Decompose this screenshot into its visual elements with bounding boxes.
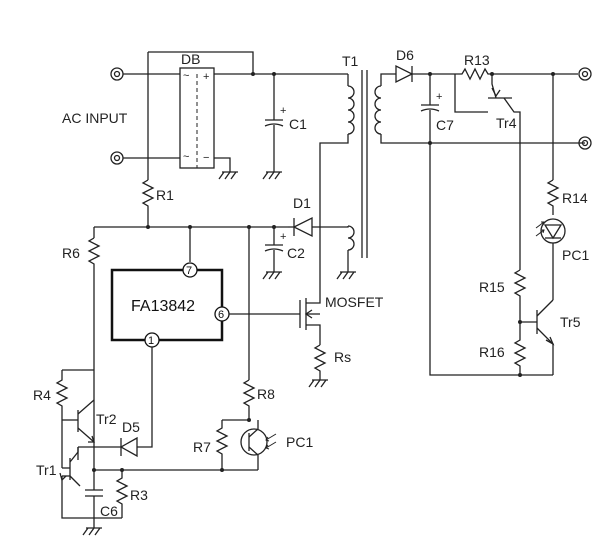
ground-bottom (82, 527, 102, 536)
mosfet (299, 290, 321, 345)
resistor-rs (308, 344, 328, 388)
pin6-number: 6 (218, 309, 224, 321)
output-terminal-bottom (578, 136, 592, 150)
capacitor-c7 (420, 74, 553, 376)
r6-label: R6 (62, 245, 80, 261)
ac-input-terminal-bottom (110, 151, 124, 165)
pc1-primary-label: PC1 (286, 434, 313, 450)
db-label: DB (181, 51, 200, 67)
resistor-r6 (87, 237, 101, 280)
r15-label: R15 (479, 279, 505, 295)
phototransistor-pc1-primary (240, 420, 277, 470)
tr1-label: Tr1 (36, 462, 57, 478)
d1-label: D1 (293, 195, 311, 211)
r14-label: R14 (562, 190, 588, 206)
c6-label: C6 (100, 503, 118, 519)
mosfet-label: MOSFET (325, 294, 384, 310)
diode-bridge-db (179, 67, 215, 169)
r3-label: R3 (130, 487, 148, 503)
tr2-label: Tr2 (96, 411, 117, 427)
tr5-label: Tr5 (560, 314, 581, 330)
ic-fa13842 (110, 268, 224, 342)
c1-label: C1 (289, 116, 307, 132)
transistor-tr2 (77, 399, 95, 443)
ground-db (218, 171, 238, 180)
capacitor-c1 (262, 74, 284, 180)
resistor-r1 (141, 179, 155, 227)
pin1-number: 1 (148, 335, 154, 347)
rs-label: Rs (334, 349, 351, 365)
c2-plus: + (280, 231, 286, 243)
diode-d1 (288, 216, 349, 238)
r1-label: R1 (156, 187, 174, 203)
ic-name: FA13842 (131, 298, 195, 315)
db-tilde-bottom: ~ (183, 151, 189, 163)
capacitor-c6 (85, 470, 103, 518)
d6-label: D6 (396, 47, 414, 63)
resistor-r4 (55, 370, 69, 420)
resistor-r16 (513, 322, 527, 375)
resistor-r13 (455, 67, 492, 81)
r7-label: R7 (193, 439, 211, 455)
r16-label: R16 (479, 344, 505, 360)
r13-label: R13 (464, 52, 490, 68)
diode-d5 (78, 436, 138, 458)
pin7-number: 7 (186, 265, 192, 277)
c7-label: C7 (436, 117, 454, 133)
resistor-r14 (546, 179, 560, 215)
c7-plus: + (436, 91, 442, 103)
r4-label: R4 (33, 387, 51, 403)
t1-label: T1 (342, 53, 359, 69)
c1-plus: + (280, 105, 286, 117)
resistor-r7 (215, 420, 229, 470)
d5-label: D5 (122, 419, 140, 435)
diode-d6 (395, 64, 430, 84)
ac-input-label: AC INPUT (62, 110, 128, 126)
transistor-tr5 (536, 299, 555, 375)
ac-input-terminal-top (110, 67, 124, 81)
resistor-r15 (513, 269, 527, 305)
db-tilde-top: ~ (183, 70, 189, 82)
db-plus: + (203, 71, 209, 83)
transformer-t1 (319, 70, 585, 290)
r8-label: R8 (257, 386, 275, 402)
output-terminal-top (578, 67, 592, 81)
resistor-r8 (242, 379, 256, 420)
db-minus: − (203, 152, 209, 164)
capacitor-c2 (262, 227, 284, 280)
tr4-label: Tr4 (496, 115, 517, 131)
transistor-tr4 (454, 74, 521, 143)
transistor-tr1 (59, 447, 81, 487)
resistor-r3 (115, 470, 129, 518)
ic-pin7 (182, 262, 198, 278)
c2-label: C2 (287, 245, 305, 261)
pc1-secondary-label: PC1 (562, 247, 589, 263)
led-pc1-secondary (535, 218, 566, 300)
